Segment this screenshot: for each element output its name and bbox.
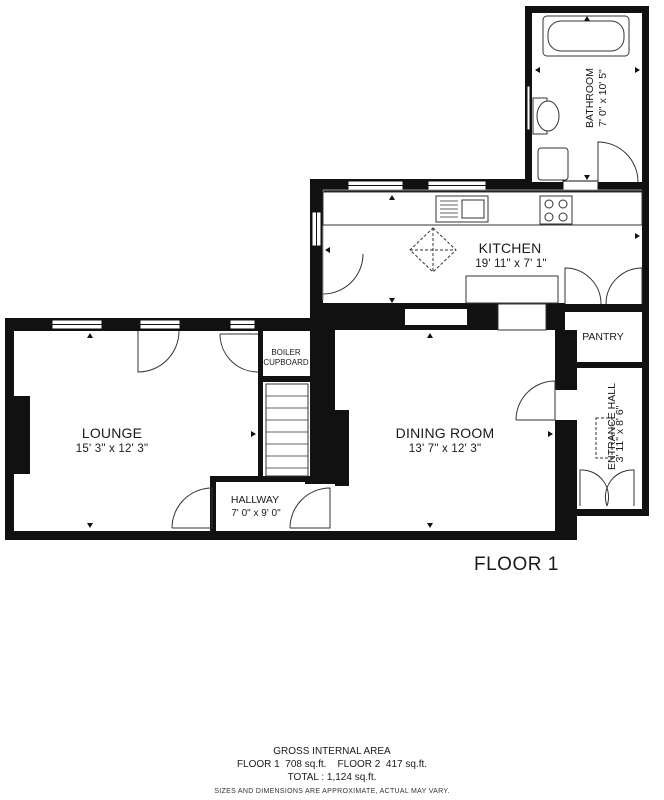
footer-disclaimer: SIZES AND DIMENSIONS ARE APPROXIMATE, AC…	[214, 788, 450, 795]
kitchen-fittings	[322, 191, 643, 331]
footer-total: TOTAL : 1,124 sq.ft.	[287, 772, 377, 783]
walls	[5, 6, 649, 540]
floor-title: FLOOR 1	[474, 554, 559, 575]
dining-room-label: DINING ROOM	[395, 425, 495, 441]
hallway-label: HALLWAY	[230, 494, 280, 506]
stairs	[265, 383, 309, 477]
pantry-label: PANTRY	[582, 331, 624, 343]
bathroom-label: BATHROOM	[584, 68, 596, 128]
footer-areas: FLOOR 1 708 sq.ft. FLOOR 2 417 sq.ft.	[236, 759, 428, 770]
kitchen-dimensions: 19' 11" x 7' 1"	[475, 258, 547, 270]
bathroom-fittings	[532, 15, 630, 181]
boiler-cupboard-label-2: CUPBOARD	[263, 358, 309, 367]
lounge-dimensions: 15' 3" x 12' 3"	[75, 443, 149, 455]
kitchen-label: KITCHEN	[478, 240, 542, 256]
doors	[137, 141, 643, 529]
boiler-cupboard-label-1: BOILER	[271, 348, 301, 357]
dining-room-dimensions: 13' 7" x 12' 3"	[408, 443, 482, 455]
hallway-dimensions: 7' 0" x 9' 0"	[231, 508, 281, 519]
dimension-markers	[16, 16, 640, 528]
footer-heading: GROSS INTERNAL AREA	[273, 746, 391, 757]
lounge-label: LOUNGE	[81, 425, 143, 441]
entrance-hall-dimensions: 3' 11" x 8' 6"	[614, 405, 626, 463]
bathroom-dimensions: 7' 0" x 10' 5"	[597, 69, 609, 127]
